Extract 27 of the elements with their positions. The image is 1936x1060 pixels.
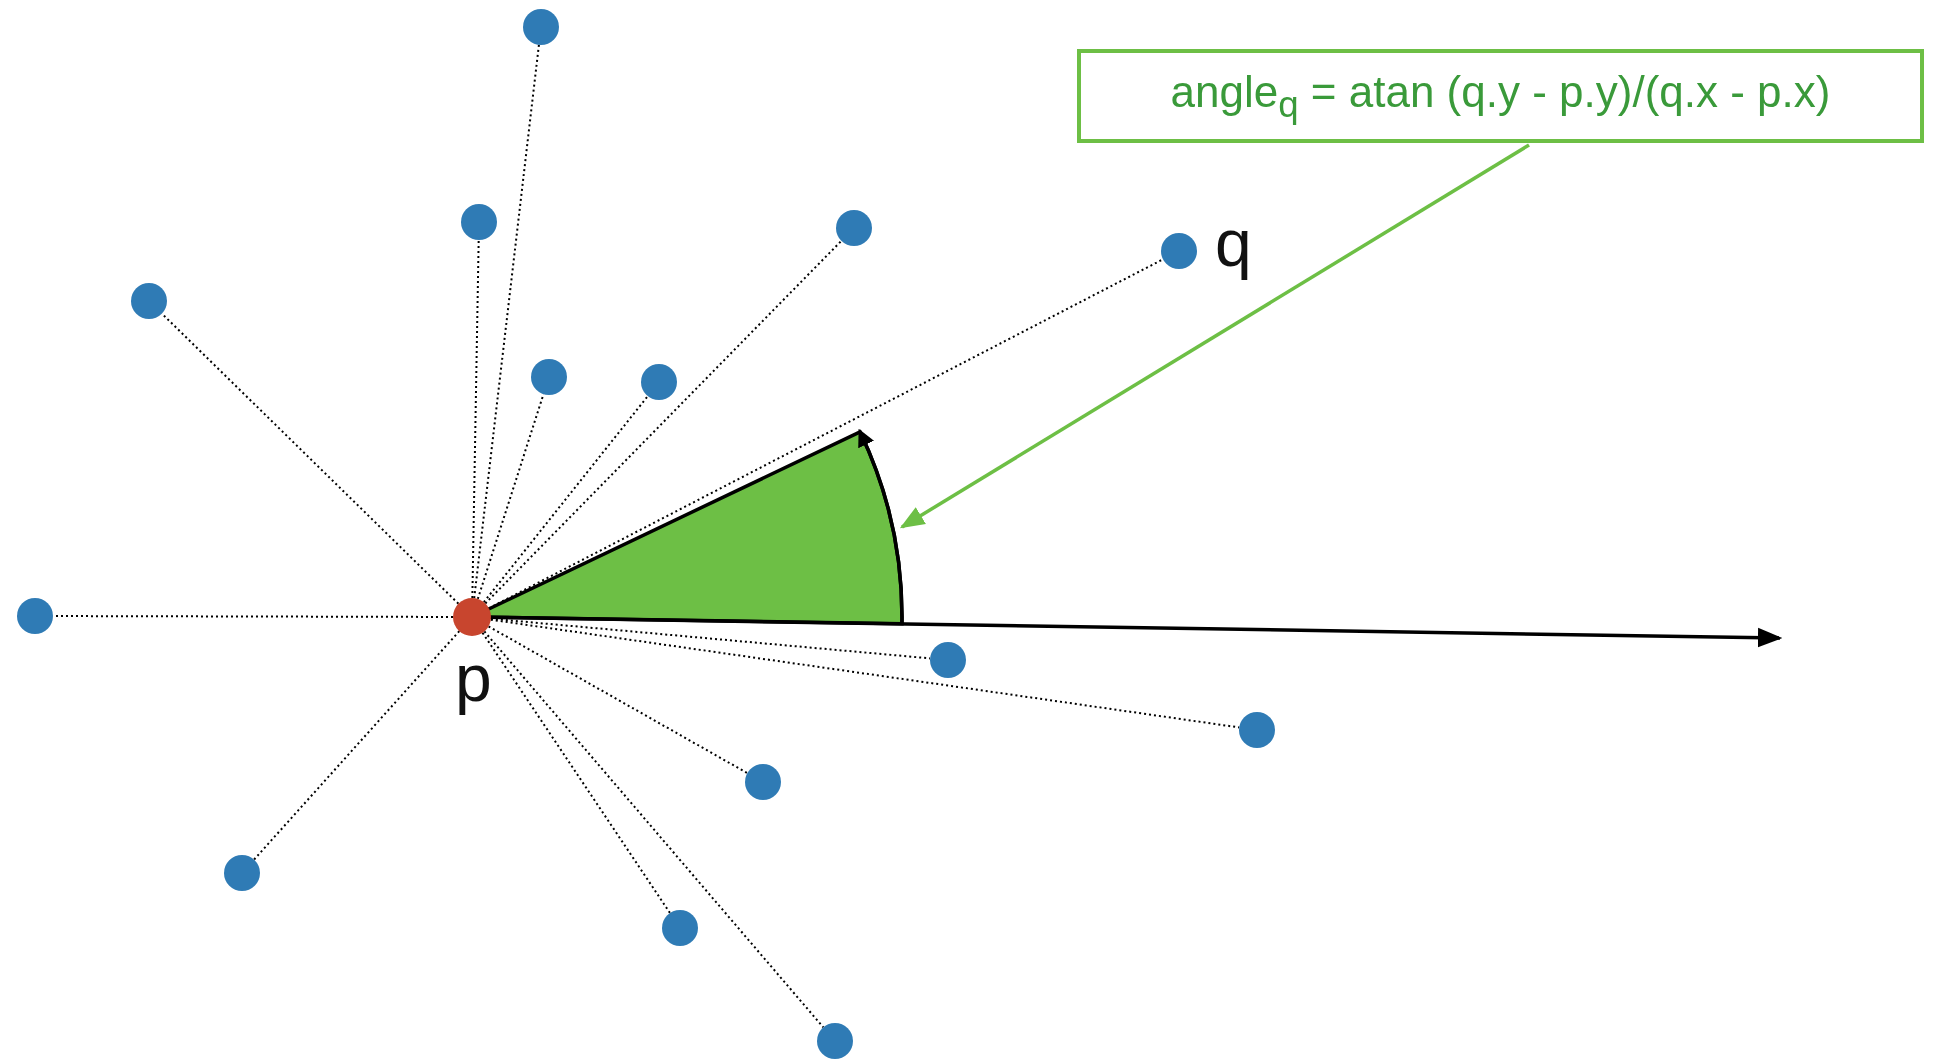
dotted-line [482,395,649,604]
point-marker [836,210,872,246]
dotted-line [473,43,540,600]
point-marker [224,855,260,891]
point-marker [930,642,966,678]
point-marker [461,204,497,240]
dotted-line [483,630,825,1029]
point-marker [131,283,167,319]
dotted-line [471,239,480,599]
point-marker [641,364,677,400]
pointer-arrow [899,143,1530,529]
formula-box [1077,49,1924,143]
dotted-line [481,631,671,915]
point-marker [17,598,53,634]
dotted-line [487,625,749,775]
point-marker [1161,233,1197,269]
point-marker [1239,712,1275,748]
point-marker [453,598,491,636]
dotted-line [160,312,460,605]
point-marker [817,1023,853,1059]
point-marker [745,764,781,800]
point-marker [531,359,567,395]
point-marker [662,910,698,946]
dotted-line [253,630,461,861]
formula-text: angle$_{q}$ = atan (q.y - p.y)/(q.x - p.x) [1170,66,1831,126]
dotted-line [484,239,843,605]
point-marker [523,9,559,45]
